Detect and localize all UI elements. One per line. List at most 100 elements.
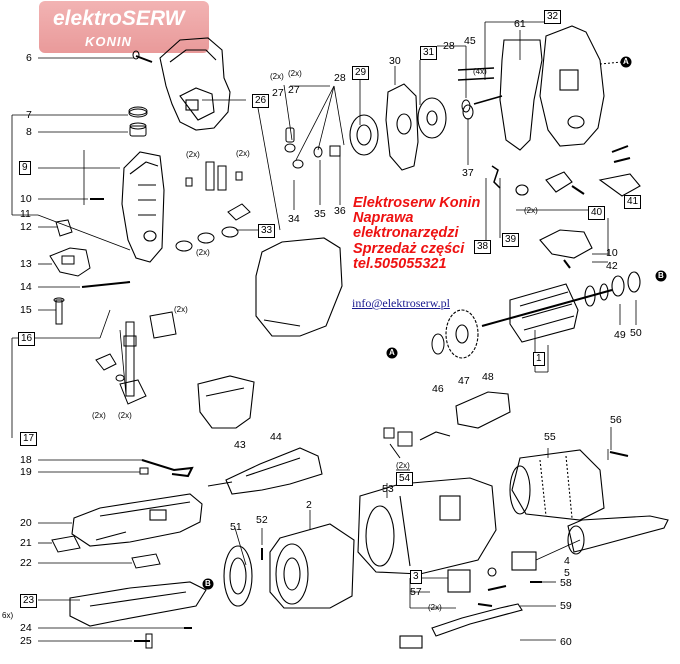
part-label-55: 55 bbox=[544, 431, 556, 443]
promo-block: Elektroserw Konin Naprawa elektronarzędz… bbox=[353, 195, 553, 272]
part-label-17: 17 bbox=[20, 432, 38, 446]
part-label-58: 58 bbox=[560, 577, 572, 589]
part-44-assembly bbox=[207, 447, 323, 495]
part-15-pin bbox=[53, 297, 65, 325]
part-17-plunger bbox=[95, 311, 177, 405]
part-29-fan bbox=[349, 114, 379, 156]
part-label-21: 21 bbox=[20, 537, 32, 549]
qty-57: (2x) bbox=[428, 603, 442, 612]
part-label-2: 2 bbox=[306, 499, 312, 511]
part-label-18: 18 bbox=[20, 454, 32, 466]
part-label-51: 51 bbox=[230, 521, 242, 533]
part-55-shroud bbox=[509, 449, 605, 521]
part-13-bracket bbox=[49, 247, 91, 277]
part-label-11: 11 bbox=[20, 208, 31, 220]
part-label-44: 44 bbox=[270, 431, 282, 443]
promo-line-5: tel.505055321 bbox=[353, 255, 447, 272]
promo-email-link[interactable]: info@elektroserw.pl bbox=[352, 296, 450, 310]
promo-line-2: Naprawa bbox=[353, 210, 414, 227]
part-32-housing bbox=[539, 25, 605, 147]
part-label-27b: 27 bbox=[288, 84, 300, 96]
part-3-switch bbox=[447, 551, 537, 607]
part-38-spring bbox=[491, 165, 501, 189]
part-18-key bbox=[141, 459, 194, 478]
part-37-washer bbox=[462, 104, 474, 120]
part-label-8: 8 bbox=[26, 126, 32, 138]
part-label-34: 34 bbox=[288, 213, 300, 225]
part-label-10b: 10 bbox=[606, 247, 618, 259]
part-label-29: 29 bbox=[352, 66, 370, 80]
part-label-25: 25 bbox=[20, 635, 32, 647]
part-61-gasket bbox=[499, 39, 543, 151]
part-label-43: 43 bbox=[234, 439, 246, 451]
part-label-4: 4 bbox=[564, 555, 570, 567]
part-30-gear-housing bbox=[385, 83, 419, 171]
qty-16: (2x) bbox=[174, 305, 188, 314]
marker-a-top: A bbox=[623, 57, 629, 66]
part-label-52: 52 bbox=[256, 514, 268, 526]
qty-17b: (2x) bbox=[118, 411, 132, 420]
part-label-10: 10 bbox=[20, 193, 32, 205]
connector-a-mid bbox=[386, 347, 398, 359]
part-label-13: 13 bbox=[20, 258, 32, 270]
part-label-27a: 27 bbox=[272, 87, 284, 99]
part-22-pad bbox=[131, 553, 161, 569]
part-51-baffle bbox=[223, 545, 253, 607]
part-25-bolt bbox=[134, 633, 153, 649]
elektroserw-logo: elektroSERW KONIN bbox=[39, 1, 209, 53]
connector-b-right bbox=[655, 270, 667, 282]
leader-lines bbox=[11, 21, 637, 642]
promo-line-4: Sprzedaż części bbox=[353, 240, 465, 257]
part-label-19: 19 bbox=[20, 466, 32, 478]
part-48-switch bbox=[419, 391, 511, 441]
part-label-38: 38 bbox=[474, 240, 492, 254]
part-45-pins bbox=[457, 67, 503, 105]
promo-line-1: Elektroserw Konin bbox=[353, 195, 481, 211]
part-label-7: 7 bbox=[26, 109, 32, 121]
logo-city: KONIN bbox=[85, 34, 132, 49]
qty-40: (2x) bbox=[524, 206, 538, 215]
part-label-5: 5 bbox=[564, 567, 570, 579]
marker-b-low: B bbox=[205, 579, 211, 588]
promo-line-3: elektronarzędzi bbox=[353, 225, 459, 242]
part-label-31: 31 bbox=[420, 46, 438, 60]
part-label-16: 16 bbox=[18, 332, 36, 346]
part-60-trigger bbox=[399, 635, 423, 649]
part-label-33: 33 bbox=[258, 224, 276, 238]
part-46-bearing bbox=[431, 333, 445, 355]
part-2-stator bbox=[269, 523, 355, 609]
part-label-28a: 28 bbox=[334, 72, 346, 84]
qty-6x: 6x) bbox=[2, 611, 14, 620]
part-label-48: 48 bbox=[482, 371, 494, 383]
part-label-53: 53 bbox=[382, 483, 394, 495]
part-label-32: 32 bbox=[544, 10, 562, 24]
logo-title: elektroSERW bbox=[53, 7, 185, 30]
part-label-15: 15 bbox=[20, 304, 32, 316]
part-19-block bbox=[139, 467, 149, 475]
part-label-26: 26 bbox=[252, 94, 270, 108]
parts-39-40-41 bbox=[515, 145, 641, 269]
connector-b-low bbox=[202, 578, 214, 590]
part-label-24: 24 bbox=[20, 622, 32, 634]
part-label-46: 46 bbox=[432, 383, 444, 395]
part-label-61: 61 bbox=[514, 18, 526, 30]
part-label-35: 35 bbox=[314, 208, 326, 220]
qty-33: (2x) bbox=[196, 248, 210, 257]
part-label-50: 50 bbox=[630, 327, 642, 339]
part-47-gear bbox=[445, 309, 479, 359]
part-6-screw bbox=[132, 50, 153, 63]
qty-54: (2x) bbox=[396, 461, 410, 470]
part-label-39: 39 bbox=[502, 233, 520, 247]
qty-27a: (2x) bbox=[270, 72, 284, 81]
part-label-20: 20 bbox=[20, 517, 32, 529]
part-label-23: 23 bbox=[20, 594, 38, 608]
part-label-45: 45 bbox=[464, 35, 476, 47]
part-59-rod bbox=[431, 603, 523, 637]
part-label-14: 14 bbox=[20, 281, 32, 293]
part-23-sole-plate bbox=[69, 581, 207, 627]
part-8-bushing bbox=[129, 122, 147, 137]
part-label-47: 47 bbox=[458, 375, 470, 387]
parts-27-28-pins bbox=[284, 127, 341, 169]
part-label-60: 60 bbox=[560, 636, 572, 648]
